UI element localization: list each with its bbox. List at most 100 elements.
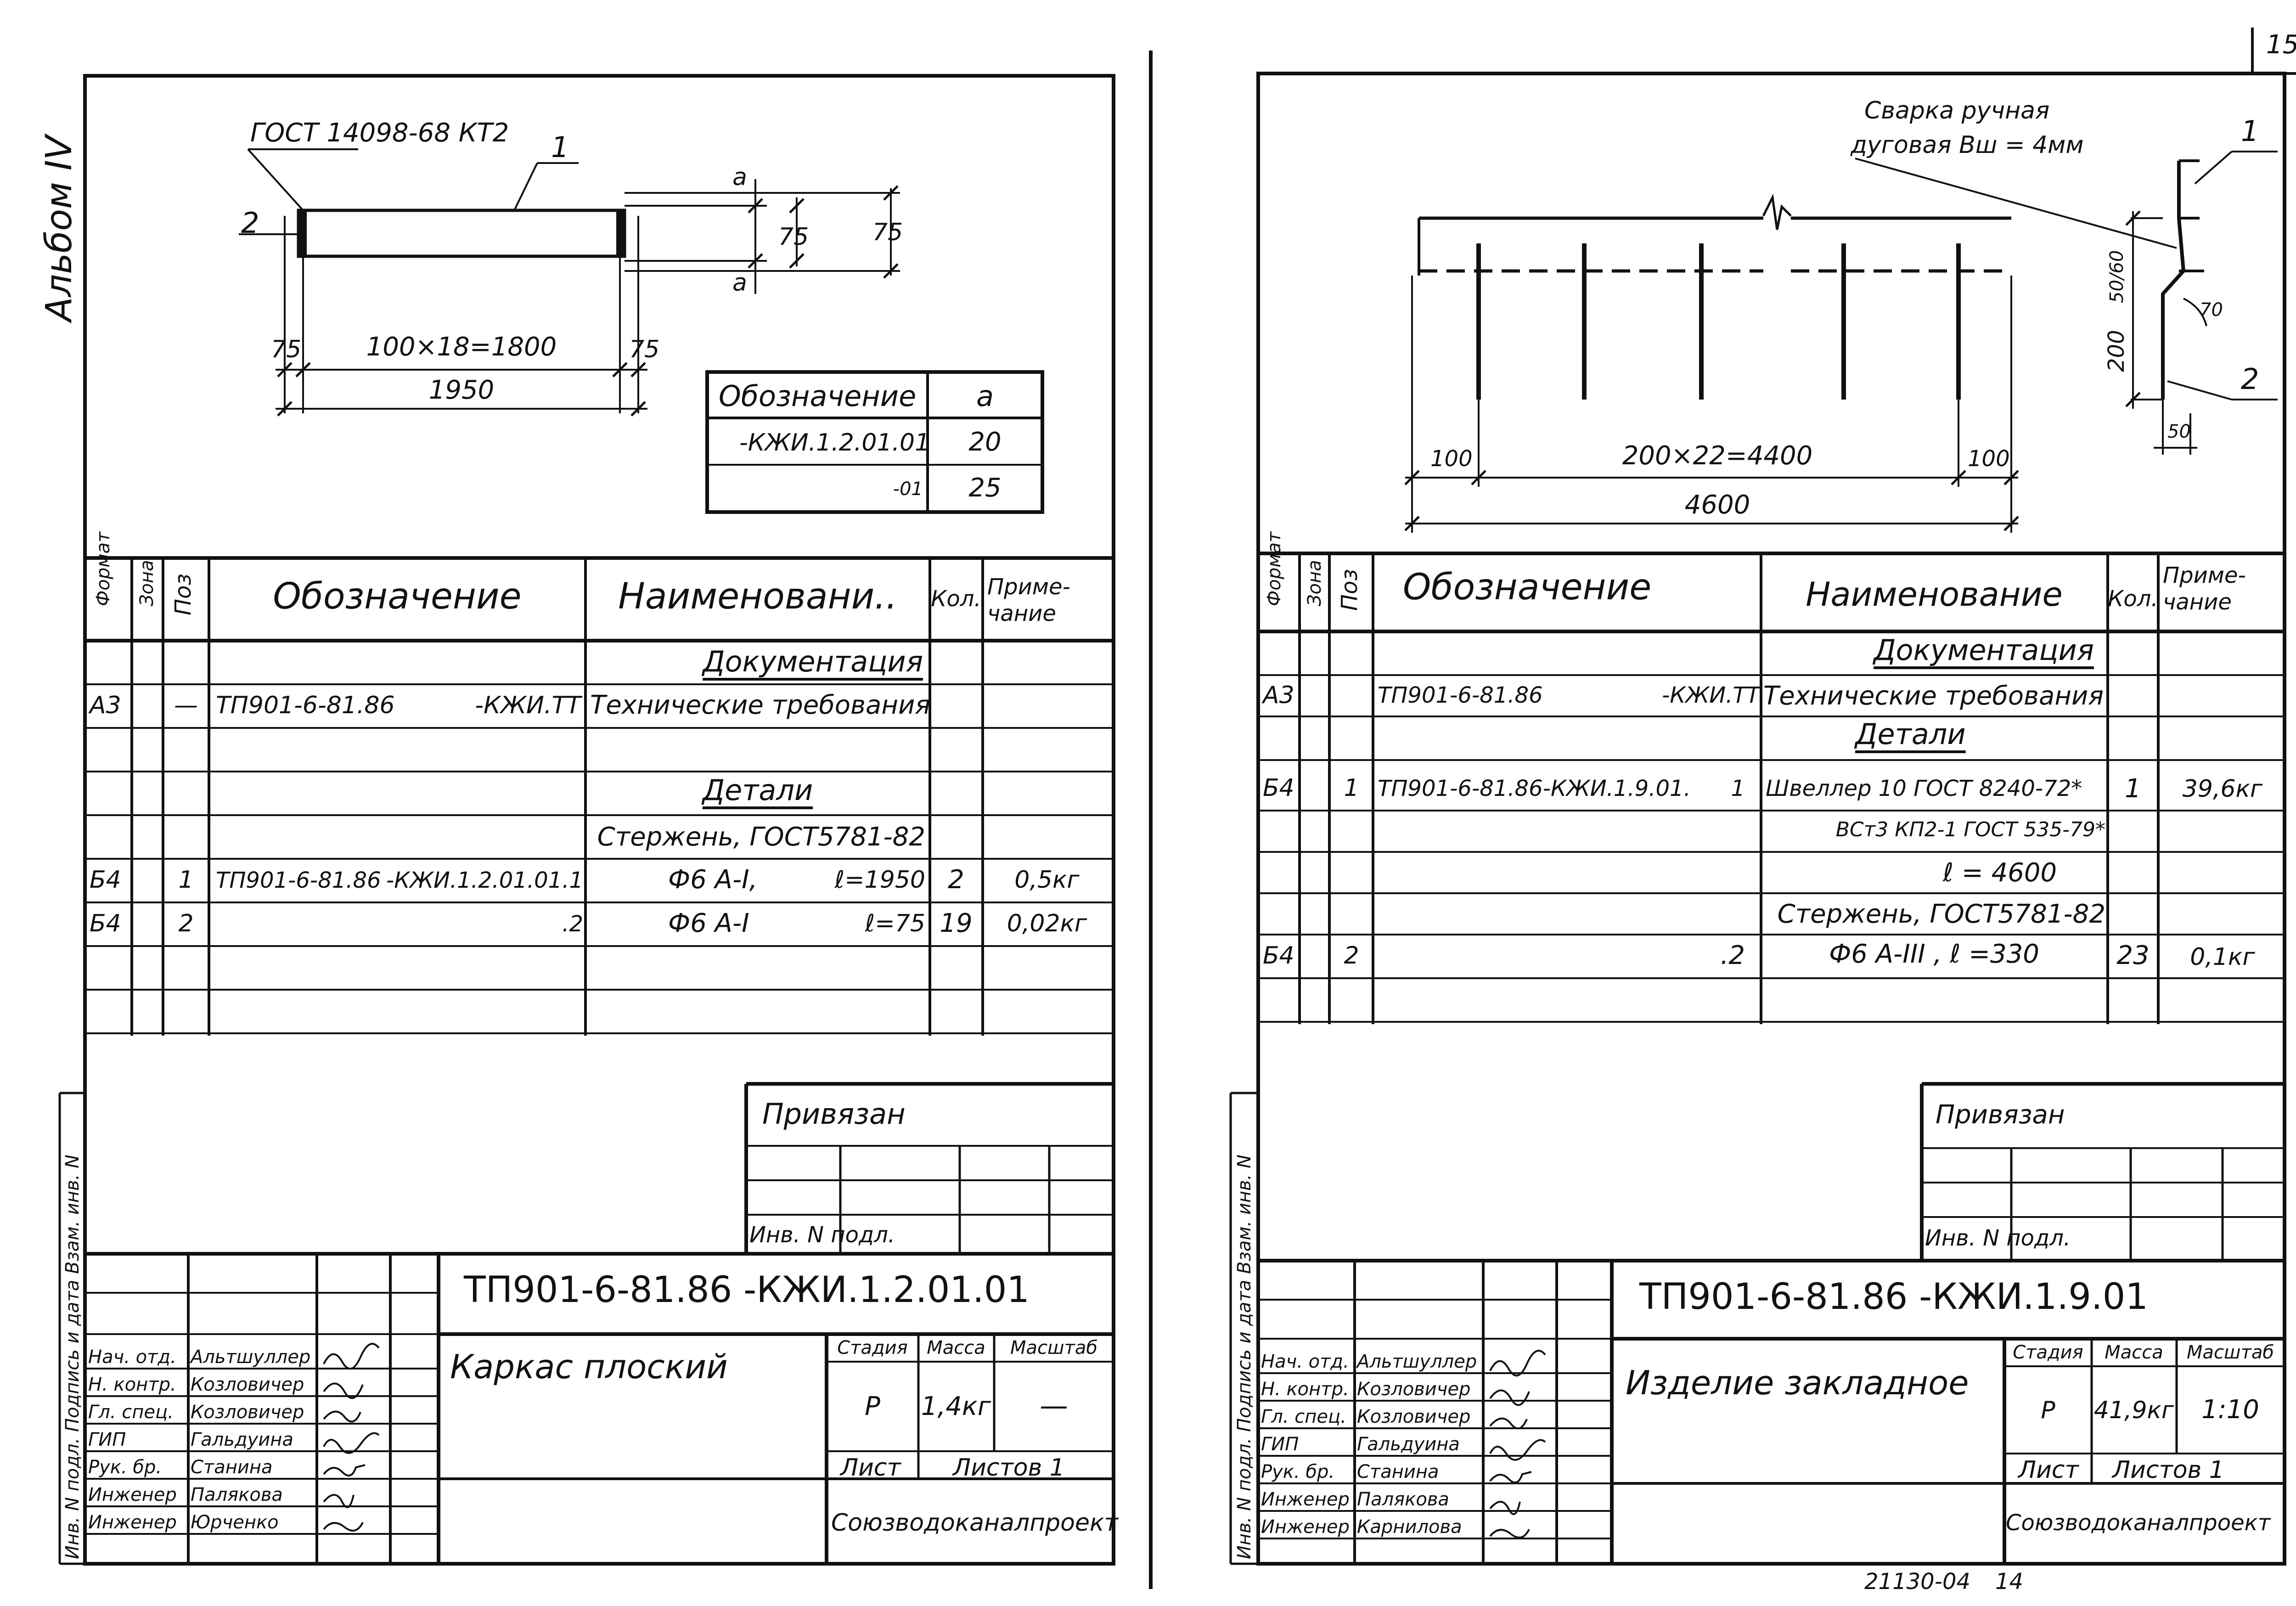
right-doc-name: Технические требования xyxy=(1763,681,2104,711)
left-mass-label: Масса xyxy=(927,1337,985,1358)
left-header-designation: Обозначение xyxy=(273,576,522,617)
right-person-name: Гальдуина xyxy=(1357,1434,1460,1455)
right-section-docs: Документация xyxy=(1874,633,2094,667)
left-scale: — xyxy=(1040,1389,1068,1422)
left-variant-designation: -КЖИ.1.2.01.01 xyxy=(739,429,930,456)
right-row-qty: 23 xyxy=(2116,941,2150,970)
left-role: Гл. спец. xyxy=(88,1402,174,1423)
right-header-designation: Обозначение xyxy=(1403,567,1652,608)
right-mass-label: Масса xyxy=(2105,1342,2163,1363)
left-person-name: Гальдуина xyxy=(191,1429,293,1450)
left-dim-a-top: a xyxy=(732,163,747,191)
right-row1-material: ВСт3 КП2-1 ГОСТ 535-79* xyxy=(1835,818,2105,841)
left-person-name: Козловичер xyxy=(191,1402,304,1423)
right-row-format: Б4 xyxy=(1263,774,1294,802)
left-row-pos: 1 xyxy=(178,866,194,894)
right-org: Союзводоканалпроект xyxy=(2006,1510,2271,1536)
left-doc-title: Каркас плоский xyxy=(450,1347,728,1386)
left-dim-ticks xyxy=(277,185,899,417)
left-person-name: Альтшуллер xyxy=(191,1347,311,1368)
left-title-block xyxy=(85,1082,1114,1564)
right-row-name: Ф6 А-III , ℓ =330 xyxy=(1829,939,2039,969)
left-section-docs: Документация xyxy=(703,645,923,678)
right-header-format: Формат xyxy=(1264,531,1285,606)
left-header-format: Формат xyxy=(93,531,114,606)
right-person-name: Карнилова xyxy=(1357,1516,1462,1538)
right-signatures xyxy=(1489,1350,1546,1538)
left-row-length: ℓ=1950 xyxy=(834,866,925,894)
left-person-name: Станина xyxy=(191,1457,273,1478)
left-header-note: Приме-чание xyxy=(987,574,1070,626)
left-dim-right: 75 xyxy=(629,336,660,363)
left-person-name: Козловичер xyxy=(191,1374,304,1395)
right-inv-label: Инв. N подл. xyxy=(1925,1225,2071,1251)
right-dim-channel: 50/60 xyxy=(2106,250,2127,303)
right-role: Инженер xyxy=(1261,1489,1350,1510)
left-row-qty: 2 xyxy=(948,865,964,895)
left-row-suffix: -КЖИ.1.2.01.01.1 xyxy=(386,868,583,893)
right-dim-angle: 70 xyxy=(2200,299,2223,321)
right-title-block xyxy=(1258,1082,2285,1564)
left-dim-left: 75 xyxy=(271,336,302,363)
right-row1-length: ℓ = 4600 xyxy=(1942,858,2057,888)
left-dim-h-outer: 75 xyxy=(872,219,903,246)
right-person-name: Козловичер xyxy=(1357,1406,1471,1427)
left-header-name: Наименовани.. xyxy=(618,576,897,617)
left-row-name: Ф6 А-I xyxy=(668,908,749,938)
left-person-name: Палякова xyxy=(191,1484,283,1505)
left-inv-label: Инв. N подл. xyxy=(749,1222,895,1248)
right-row-qty: 1 xyxy=(2125,774,2141,804)
left-stage-label: Стадия xyxy=(837,1337,908,1358)
right-callout-1: 1 xyxy=(2241,114,2259,148)
right-spec-table xyxy=(1258,552,2285,1024)
left-scale-label: Масштаб xyxy=(1010,1337,1098,1358)
right-scale: 1:10 xyxy=(2201,1395,2259,1425)
left-bound-label: Привязан xyxy=(762,1097,906,1131)
right-doc-title: Изделие закладное xyxy=(1626,1364,1969,1402)
left-doc-format: А3 xyxy=(90,692,121,719)
left-row-name: Ф6 А-I, xyxy=(668,865,758,895)
left-section-parts: Детали xyxy=(702,773,813,807)
left-doc-name: Технические требования xyxy=(590,690,931,720)
left-variants-table xyxy=(705,370,1044,514)
right-person-name: Козловичер xyxy=(1357,1379,1471,1400)
right-person-name: Палякова xyxy=(1357,1489,1449,1510)
left-frame-drawing xyxy=(239,148,900,413)
left-mass: 1,4кг xyxy=(921,1392,991,1421)
right-header-zone: Зона xyxy=(1304,560,1325,606)
left-org: Союзводоканалпроект xyxy=(831,1509,1118,1537)
left-stage: Р xyxy=(865,1392,880,1421)
right-person-name: Альтшуллер xyxy=(1357,1351,1477,1372)
right-dim-h: 200 xyxy=(2104,330,2129,372)
left-doc-suffix: -КЖИ.ТТ xyxy=(475,692,581,719)
right-weld-note-2: дуговая Вш = 4мм xyxy=(1851,131,2084,159)
left-sheets-label: Листов 1 xyxy=(953,1454,1065,1482)
left-variant-a: 25 xyxy=(968,473,1002,503)
right-row-note: 39,6кг xyxy=(2182,775,2263,803)
right-row-suffix: 1 xyxy=(1731,776,1745,801)
right-callout-2: 2 xyxy=(2241,362,2259,396)
left-signatures xyxy=(323,1343,380,1532)
right-sheets-label: Листов 1 xyxy=(2112,1456,2224,1484)
right-bound-label: Привязан xyxy=(1936,1100,2065,1130)
right-row-suffix: .2 xyxy=(1720,941,1745,970)
left-row-note: 0,5кг xyxy=(1014,866,1080,894)
left-variant-designation: -01 xyxy=(893,479,923,500)
left-callout-2: 2 xyxy=(241,206,259,240)
album-label: Альбом IV xyxy=(39,135,80,321)
right-stage: Р xyxy=(2041,1397,2055,1424)
right-header-qty: Кол. xyxy=(2108,586,2158,612)
right-side-stamp: Инв. N подл. Подпись и дата Взам. инв. N xyxy=(1234,1155,1255,1559)
right-dim-right: 100 xyxy=(1968,446,2010,472)
right-role: Рук. бр. xyxy=(1261,1461,1335,1482)
right-sheet-frame xyxy=(1256,72,2286,1566)
right-mass: 41,9кг xyxy=(2093,1397,2174,1424)
left-row-code: ТП901-6-81.86 xyxy=(216,868,381,893)
left-role: Н. контр. xyxy=(88,1374,176,1395)
right-side-stamp-lines xyxy=(1229,1092,1258,1565)
left-row-qty: 19 xyxy=(940,908,973,938)
left-row-note: 0,02кг xyxy=(1007,910,1087,937)
footer-code: 21130-04 xyxy=(1864,1569,1971,1595)
right-dim-mid: 200×22=4400 xyxy=(1622,441,1813,471)
right-role: Гл. спец. xyxy=(1261,1406,1346,1427)
